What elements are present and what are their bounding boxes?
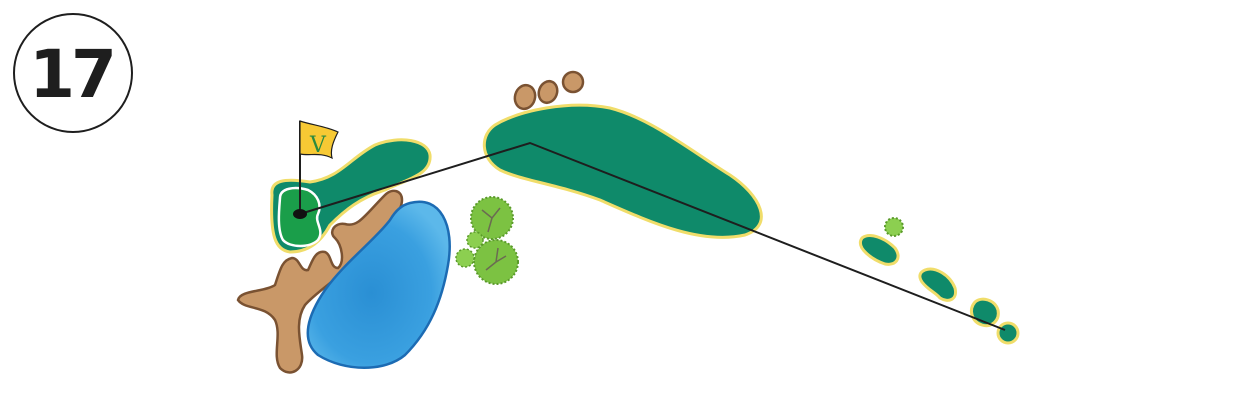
tee-boxes xyxy=(858,234,1020,345)
flag-icon xyxy=(299,120,339,160)
flag-letter: V xyxy=(309,133,327,158)
tee-box xyxy=(996,321,1020,345)
trees-cluster xyxy=(455,196,904,285)
tree-single xyxy=(884,217,904,237)
water-hazard xyxy=(306,200,451,369)
flag-pin: V xyxy=(293,120,339,219)
hole-cup-icon xyxy=(293,209,307,219)
fairway-main xyxy=(482,103,763,239)
hole-number: 17 xyxy=(29,36,113,113)
tee-box xyxy=(858,234,900,266)
hole-number-badge: 17 xyxy=(13,13,133,133)
bunkers-top xyxy=(513,70,585,111)
shot-line xyxy=(299,141,1006,331)
tee-box xyxy=(918,267,958,302)
